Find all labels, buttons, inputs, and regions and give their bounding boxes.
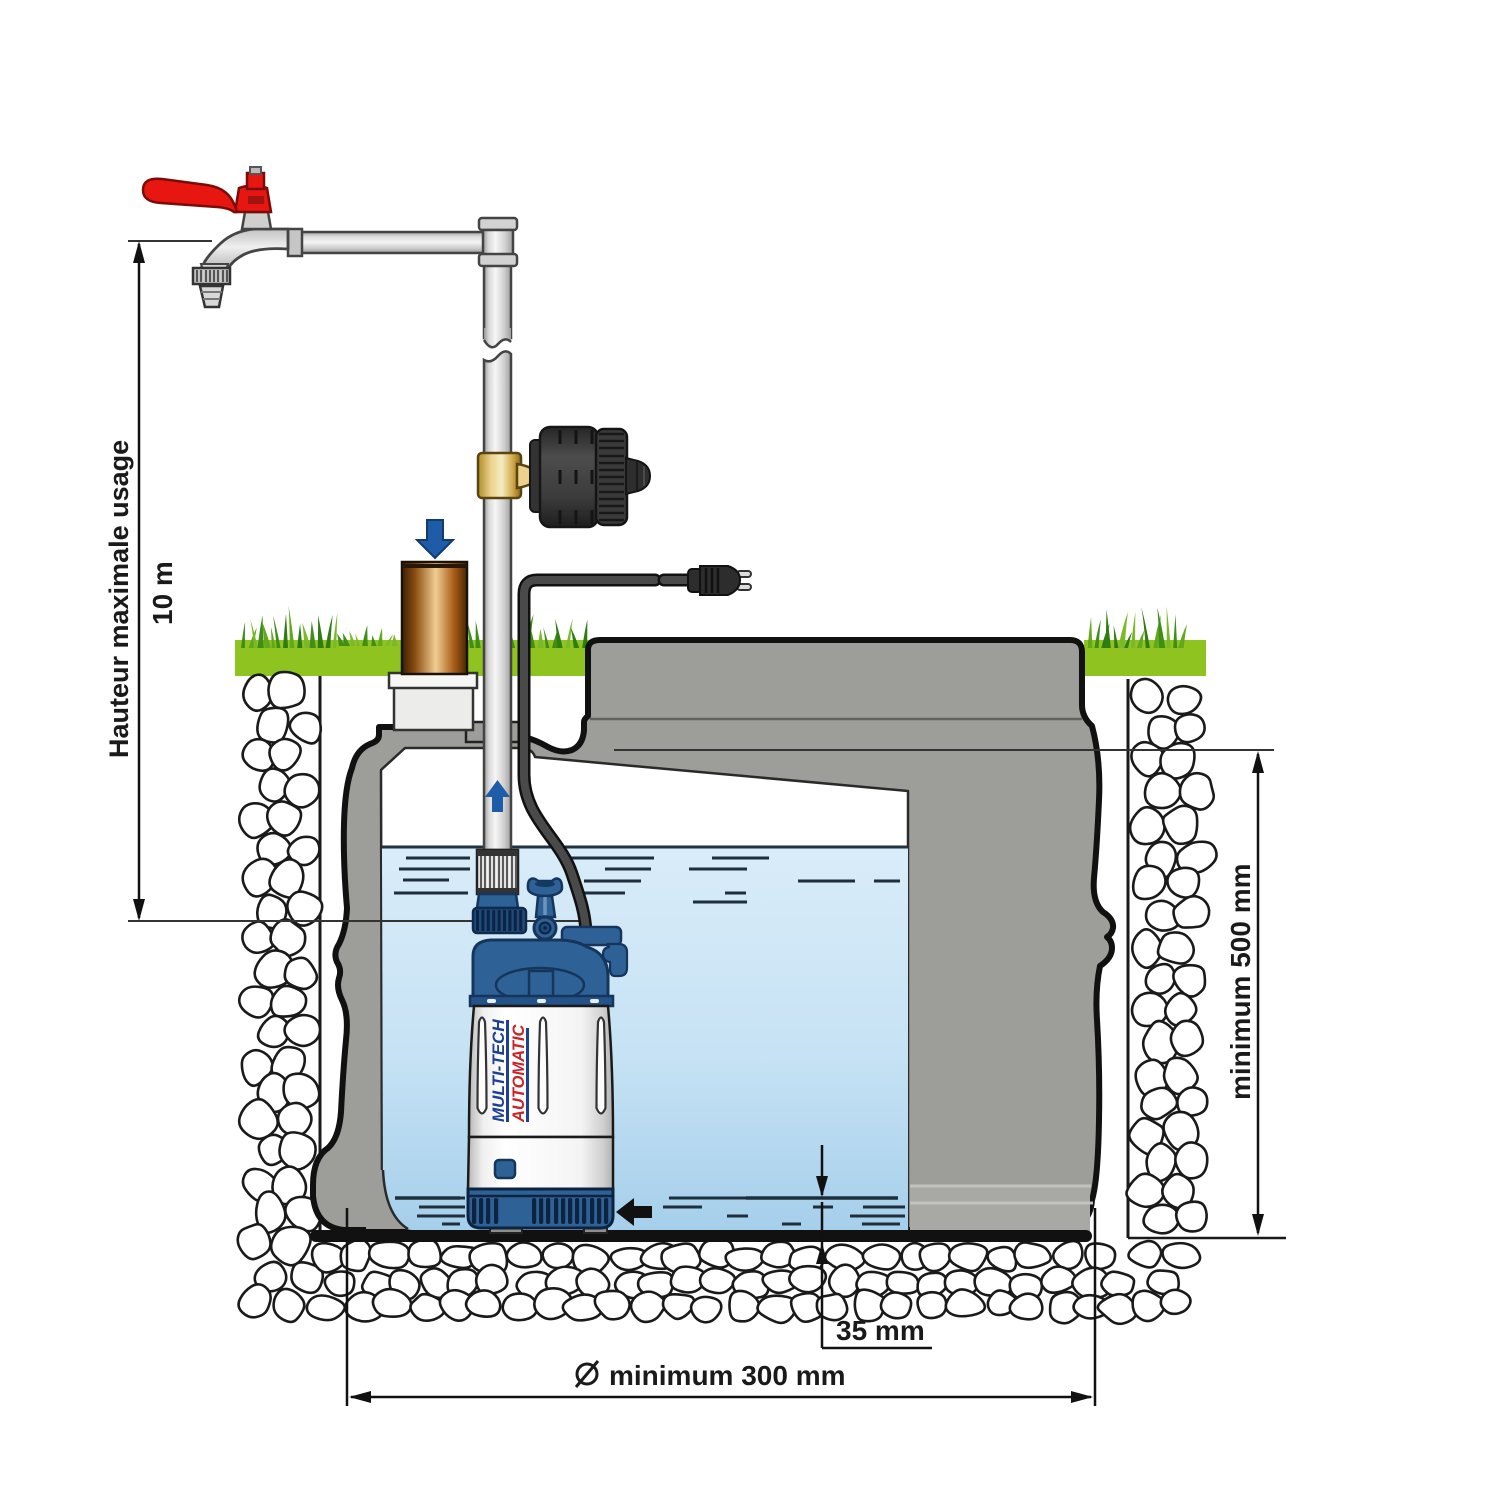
svg-text:Hauteur maximale usage: Hauteur maximale usage	[104, 440, 134, 758]
svg-text:35 mm: 35 mm	[836, 1315, 925, 1346]
svg-text:10 m: 10 m	[147, 561, 178, 625]
svg-text:MULTI-TECH: MULTI-TECH	[489, 1019, 508, 1122]
svg-text:minimum 500 mm: minimum 500 mm	[1225, 863, 1256, 1100]
svg-text:minimum 300 mm: minimum 300 mm	[609, 1360, 846, 1391]
svg-text:AUTOMATIC: AUTOMATIC	[510, 1023, 528, 1123]
